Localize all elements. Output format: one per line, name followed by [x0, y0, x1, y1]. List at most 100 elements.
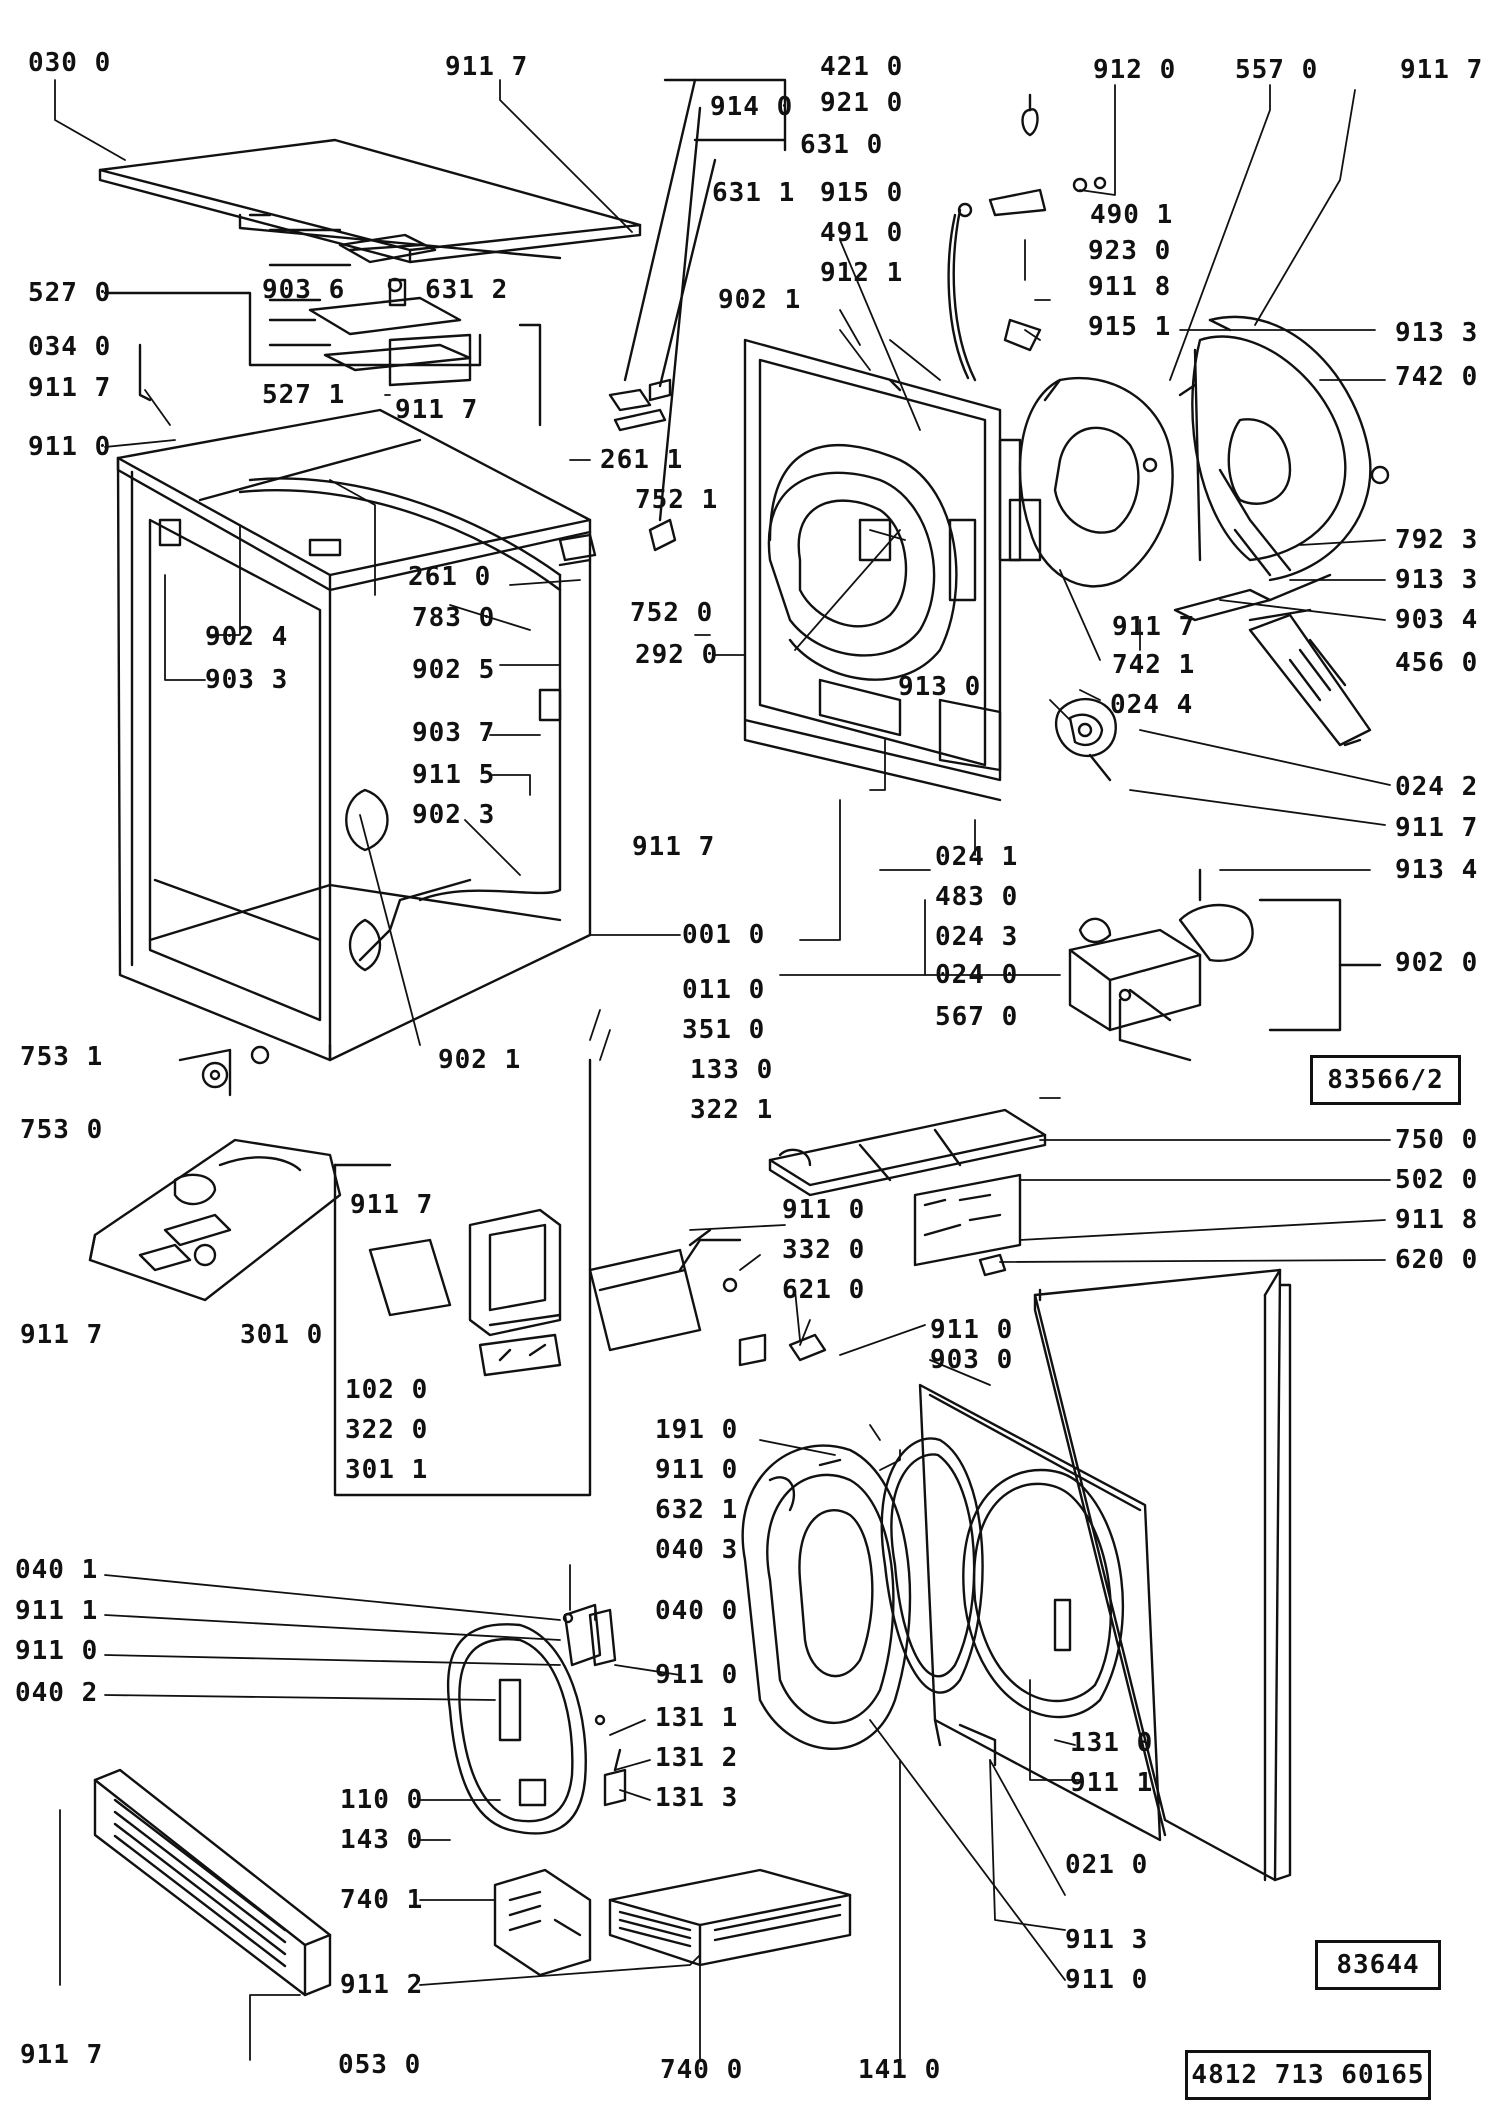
part-label: 911 7 — [1395, 813, 1479, 843]
part-label: 792 3 — [1395, 525, 1479, 555]
part-label: 131 2 — [655, 1743, 739, 1773]
part-label: 911 0 — [930, 1315, 1014, 1345]
part-label: 911 7 — [445, 52, 529, 82]
drawing-ref-box: 83566/2 — [1310, 1055, 1461, 1105]
part-label: 911 0 — [655, 1660, 739, 1690]
base-plate-drawing — [88, 1045, 342, 1302]
door-outer-ring-drawing — [446, 1623, 587, 1835]
callout-lines-top-left — [103, 213, 542, 427]
part-label: 631 2 — [425, 275, 509, 305]
part-label: 914 0 — [710, 92, 794, 122]
part-label: 491 0 — [820, 218, 904, 248]
top-panel-drawing — [98, 138, 642, 264]
part-label: 915 1 — [1088, 312, 1172, 342]
part-label: 322 0 — [345, 1415, 429, 1445]
cabinet-drawing — [116, 408, 592, 1062]
leader-lines — [54, 79, 1391, 2061]
part-label: 915 0 — [820, 178, 904, 208]
part-label: 131 3 — [655, 1783, 739, 1813]
door-inner-frame-drawing — [741, 1444, 912, 1750]
part-label: 261 0 — [408, 562, 492, 592]
part-label: 753 0 — [20, 1115, 104, 1145]
kick-plate-drawing — [93, 1768, 332, 1997]
rear-panel-drawing — [743, 338, 1002, 802]
part-label: 923 0 — [1088, 236, 1172, 266]
part-label: 131 0 — [1070, 1728, 1154, 1758]
part-label: 902 1 — [438, 1045, 522, 1075]
part-label: 261 1 — [600, 445, 684, 475]
part-label: 110 0 — [340, 1785, 424, 1815]
part-label: 102 0 — [345, 1375, 429, 1405]
heater-element-drawing — [1248, 613, 1372, 747]
part-label: 911 3 — [1065, 1925, 1149, 1955]
part-label: 040 3 — [655, 1535, 739, 1565]
part-label: 913 3 — [1395, 565, 1479, 595]
part-label: 301 0 — [240, 1320, 324, 1350]
motor-drawing — [1054, 698, 1117, 782]
part-label: 911 7 — [1112, 612, 1196, 642]
connector-parts-drawing — [558, 78, 787, 562]
lint-filter-drawing — [608, 1868, 852, 1967]
part-label: 024 3 — [935, 922, 1019, 952]
part-label: 911 0 — [28, 432, 112, 462]
part-label: 301 1 — [345, 1455, 429, 1485]
part-label: 902 3 — [412, 800, 496, 830]
part-label: 143 0 — [340, 1825, 424, 1855]
part-label: 912 0 — [1093, 55, 1177, 85]
heater-assembly-drawing — [1068, 868, 1254, 1062]
part-label: 001 0 — [682, 920, 766, 950]
part-label: 911 0 — [15, 1636, 99, 1666]
part-label: 911 7 — [350, 1190, 434, 1220]
part-label: 903 4 — [1395, 605, 1479, 635]
part-label: 902 5 — [412, 655, 496, 685]
part-label: 131 1 — [655, 1703, 739, 1733]
fan-housing-drawing — [998, 315, 1372, 622]
switch-parts-drawing — [678, 1228, 827, 1367]
part-label: 322 1 — [690, 1095, 774, 1125]
part-label: 620 0 — [1395, 1245, 1479, 1275]
part-label: 911 7 — [395, 395, 479, 425]
part-label: 742 1 — [1112, 650, 1196, 680]
water-tank-drawing — [768, 1108, 1047, 1197]
part-label: 902 0 — [1395, 948, 1479, 978]
part-label: 456 0 — [1395, 648, 1479, 678]
part-label: 913 0 — [898, 672, 982, 702]
part-label: 911 7 — [1400, 55, 1484, 85]
part-label: 053 0 — [338, 2050, 422, 2080]
part-label: 621 0 — [782, 1275, 866, 1305]
part-label: 567 0 — [935, 1002, 1019, 1032]
part-label: 332 0 — [782, 1235, 866, 1265]
part-label: 752 0 — [630, 598, 714, 628]
part-label: 040 2 — [15, 1678, 99, 1708]
part-label: 024 1 — [935, 842, 1019, 872]
part-label: 752 1 — [635, 485, 719, 515]
part-label: 191 0 — [655, 1415, 739, 1445]
part-label: 631 1 — [712, 178, 796, 208]
callout-bracket-9020 — [1258, 898, 1382, 1032]
front-panel-drawing — [918, 1268, 1292, 1882]
part-number-box: 4812 713 60165 — [1185, 2050, 1431, 2100]
part-label: 903 6 — [262, 275, 346, 305]
part-label: 740 0 — [660, 2055, 744, 2085]
part-label: 292 0 — [635, 640, 719, 670]
part-label: 021 0 — [1065, 1850, 1149, 1880]
part-label: 921 0 — [820, 88, 904, 118]
part-label: 040 1 — [15, 1555, 99, 1585]
part-label: 040 0 — [655, 1596, 739, 1626]
part-label: 911 8 — [1088, 272, 1172, 302]
part-label: 632 1 — [655, 1495, 739, 1525]
part-label: 913 4 — [1395, 855, 1479, 885]
part-label: 024 4 — [1110, 690, 1194, 720]
part-label: 557 0 — [1235, 55, 1319, 85]
part-label: 912 1 — [820, 258, 904, 288]
part-label: 502 0 — [1395, 1165, 1479, 1195]
part-label: 753 1 — [20, 1042, 104, 1072]
part-label: 483 0 — [935, 882, 1019, 912]
filter-cover-drawing — [493, 1868, 592, 1977]
screw-symbols-upper — [947, 93, 1390, 485]
part-label: 024 2 — [1395, 772, 1479, 802]
part-label: 902 4 — [205, 622, 289, 652]
part-label: 911 7 — [20, 2040, 104, 2070]
